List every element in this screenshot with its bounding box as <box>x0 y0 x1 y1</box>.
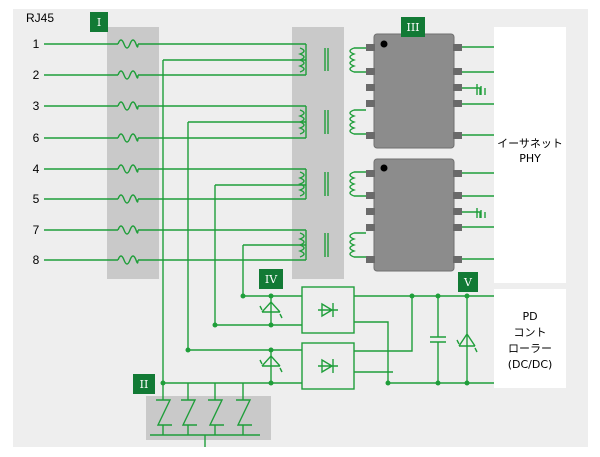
pd-label-line3: ローラー <box>508 342 552 355</box>
pin-label: 2 <box>33 68 40 82</box>
output-rails <box>354 293 494 386</box>
ic-bottom <box>366 158 462 272</box>
pin-label: 8 <box>33 253 40 267</box>
ic-input-wires <box>354 47 366 258</box>
pd-label-line1: PD <box>522 310 537 323</box>
svg-text:I: I <box>97 16 101 29</box>
svg-text:II: II <box>140 378 149 391</box>
pin-label: 1 <box>33 37 40 51</box>
pin-label: 4 <box>33 162 40 176</box>
fuse-symbols <box>117 39 139 265</box>
badge-I: I <box>90 12 108 32</box>
phy-wires <box>462 46 494 260</box>
pin-label: 5 <box>33 192 40 206</box>
badge-II: II <box>133 374 155 394</box>
bridge-section <box>163 286 355 390</box>
pair-wires <box>44 43 306 261</box>
pin-label: 7 <box>33 223 40 237</box>
pd-label-line2: コント <box>514 326 547 339</box>
pd-controller-block <box>494 289 566 388</box>
phy-label-line2: PHY <box>519 152 541 165</box>
band-I <box>107 27 159 279</box>
badge-IV: IV <box>259 269 283 289</box>
band-II <box>146 396 271 440</box>
svg-text:V: V <box>463 276 473 289</box>
ic-top <box>366 33 462 149</box>
connector-label: RJ45 <box>26 11 54 25</box>
badge-III: III <box>401 17 425 37</box>
phy-block <box>494 27 566 283</box>
center-tap-wires <box>160 59 306 386</box>
svg-text:IV: IV <box>265 273 278 286</box>
svg-text:III: III <box>406 21 419 34</box>
phy-label-line1: イーサネット <box>497 137 563 150</box>
pd-label-line4: (DC/DC) <box>508 358 553 371</box>
badge-V: V <box>458 272 478 292</box>
pin-label: 6 <box>33 131 40 145</box>
band-transformers <box>292 27 344 279</box>
tvs-array <box>150 383 260 447</box>
pin-label: 3 <box>33 99 40 113</box>
